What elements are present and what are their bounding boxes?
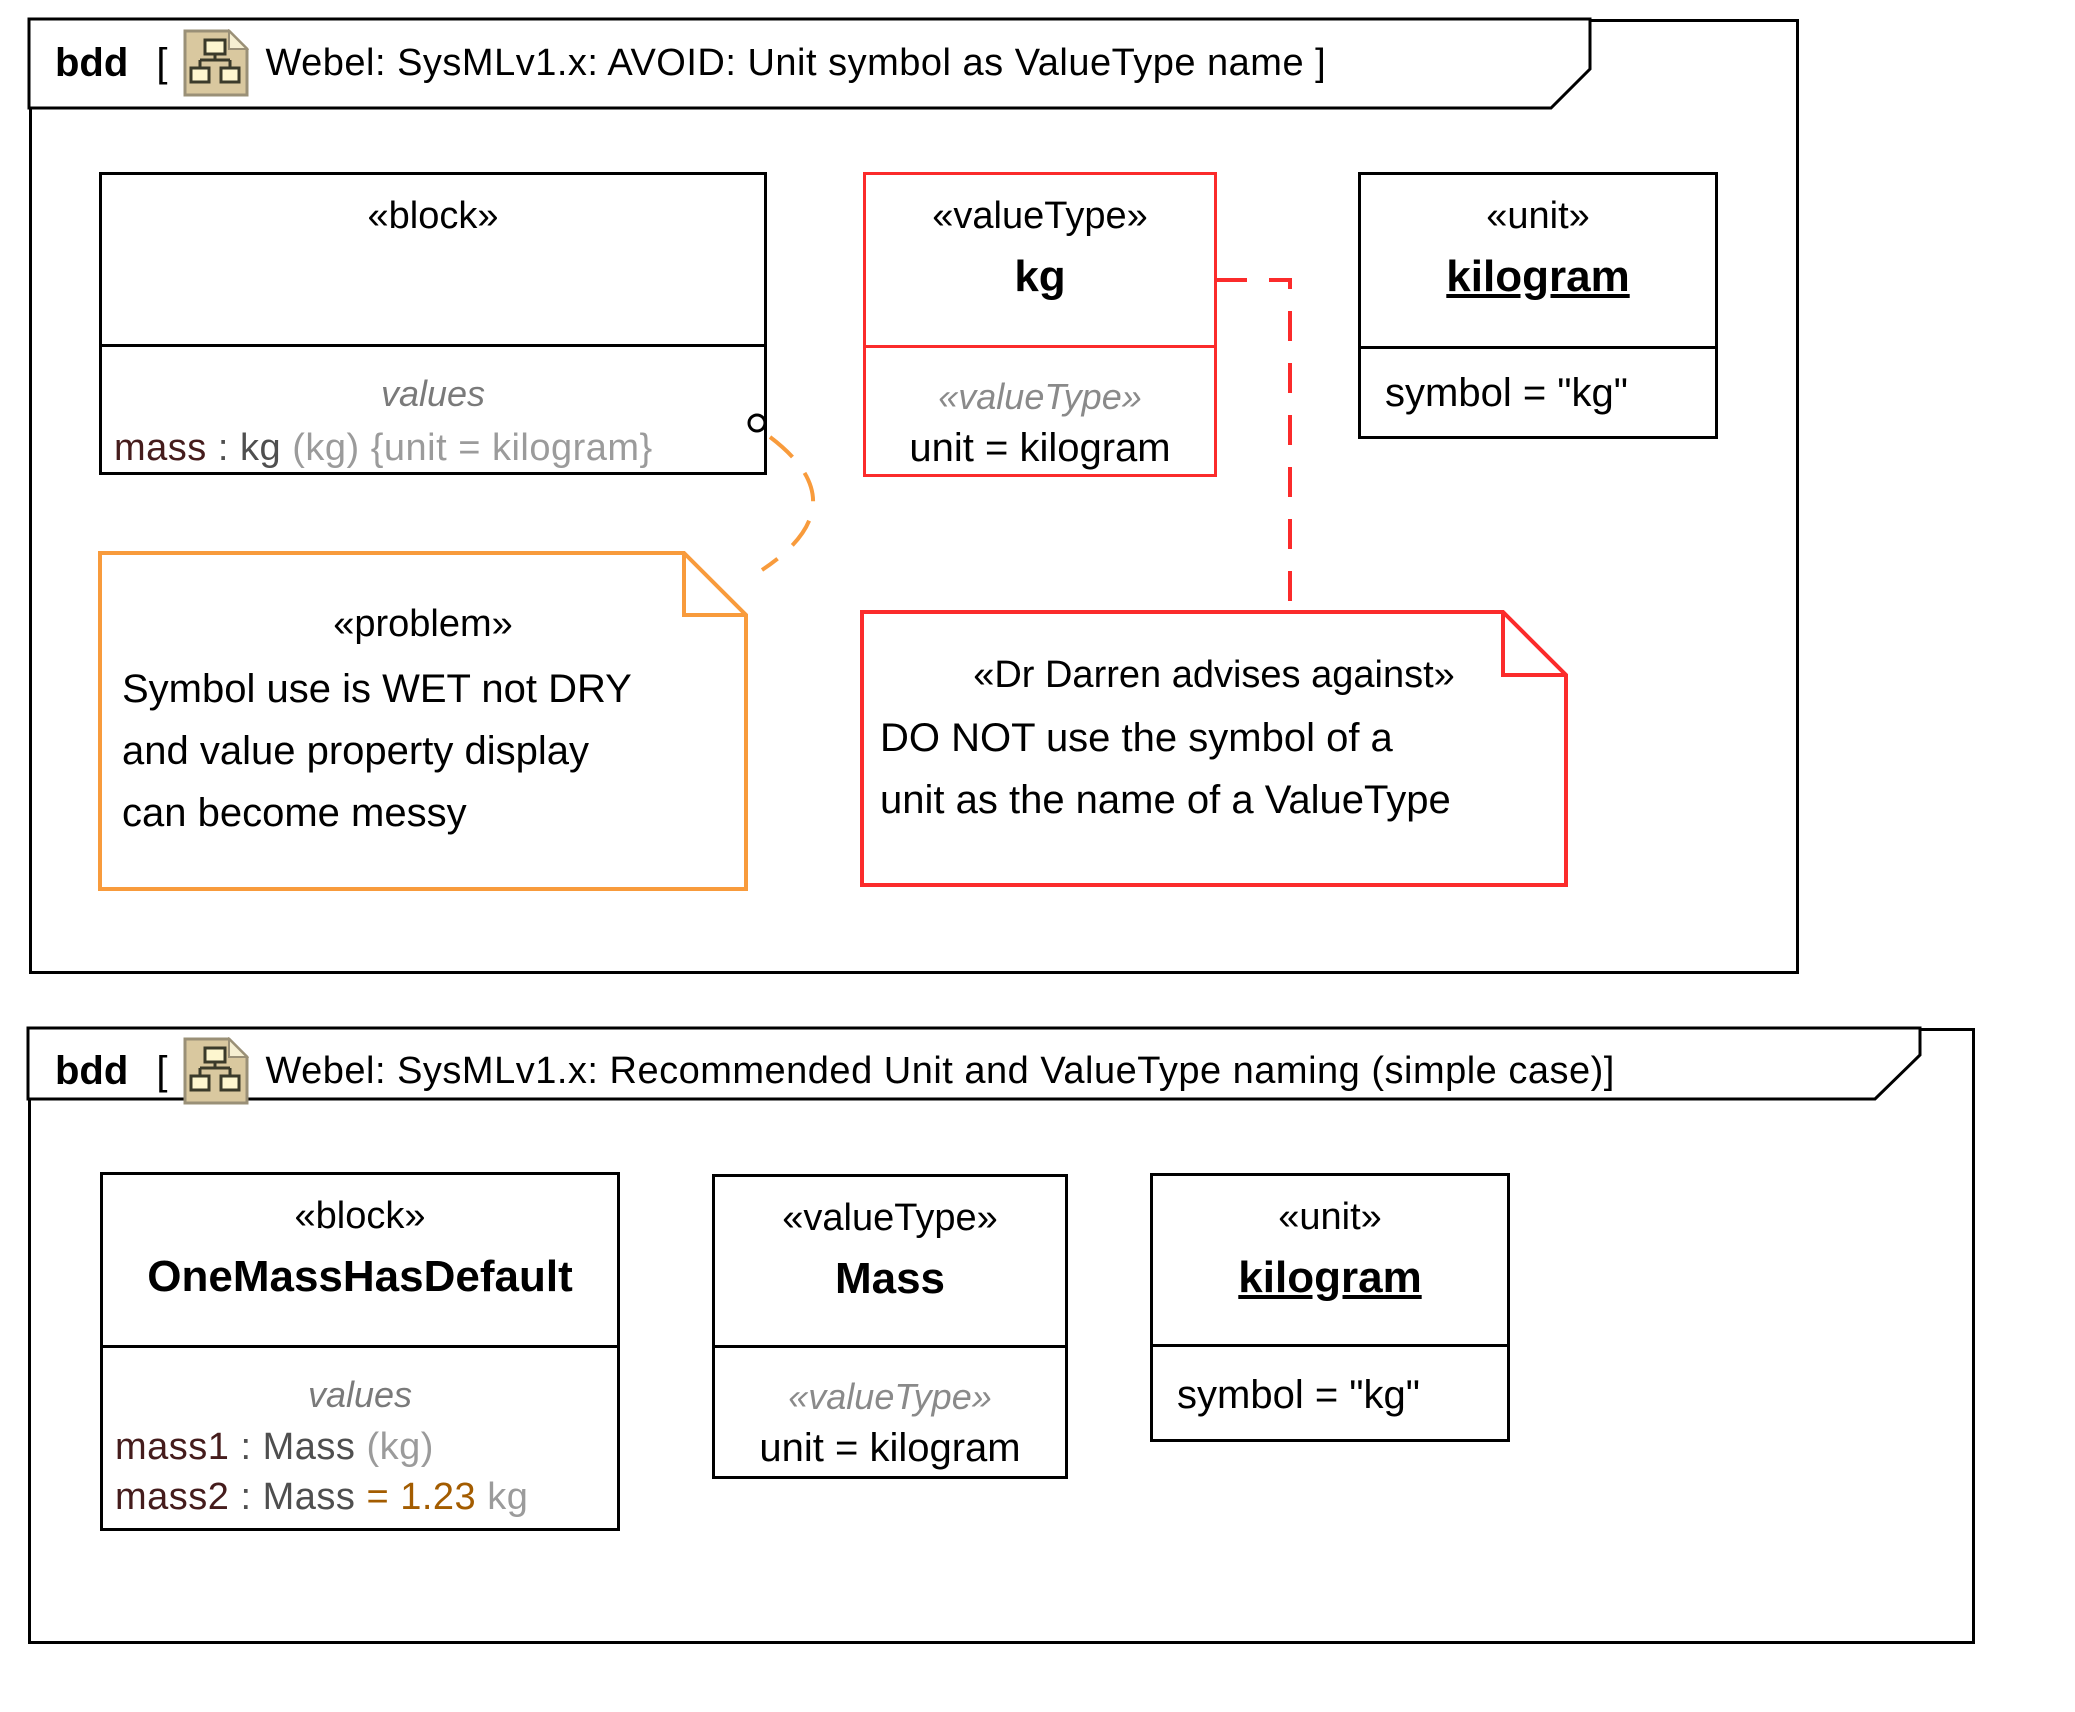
valuetype-mass-box[interactable]: «valueType» Mass «valueType» unit = kilo…	[712, 1174, 1068, 1479]
frame1-kind-label: bdd	[55, 40, 129, 85]
unit2-symbol-line: symbol = "kg"	[1177, 1373, 1420, 1417]
valuetype2-name: Mass	[834, 1254, 946, 1303]
value-property-mass[interactable]: mass : kg (kg) {unit = kilogram}	[114, 427, 653, 469]
frame2-tab[interactable]	[26, 1026, 1922, 1101]
block-anonymous-box[interactable]: «block» values mass : kg (kg) {unit = ki…	[99, 172, 767, 475]
valuetype-inner-stereotype: «valueType»	[938, 376, 1142, 417]
valuetype-stereotype: «valueType»	[932, 195, 1148, 237]
frame2-title: Webel: SysMLv1.x: Recommended Unit and V…	[265, 1049, 1615, 1092]
valuetype2-stereotype: «valueType»	[782, 1197, 998, 1239]
frame1-tab[interactable]	[27, 17, 1592, 110]
value-property-mass1[interactable]: mass1 : Mass (kg)	[115, 1426, 434, 1468]
valuetype2-inner-stereotype: «valueType»	[788, 1376, 992, 1417]
bdd-diagram-icon	[183, 1037, 250, 1105]
problem-note-line: can become messy	[122, 791, 467, 835]
unit-name: kilogram	[1446, 252, 1630, 301]
advice-note-shape[interactable]	[860, 610, 1568, 887]
values-compartment-label: values	[380, 373, 486, 414]
block2-stereotype: «block»	[294, 1195, 426, 1237]
unit2-name: kilogram	[1238, 1253, 1422, 1302]
valuetype-unit-line: unit = kilogram	[909, 426, 1171, 470]
block-onemasshasdefault-box[interactable]: «block» OneMassHasDefault values mass1 :…	[100, 1172, 620, 1531]
block-stereotype: «block»	[367, 195, 499, 237]
valuetype2-unit-line: unit = kilogram	[759, 1426, 1021, 1470]
problem-note-line: and value property display	[122, 729, 589, 773]
advice-note[interactable]: «Dr Darren advises against» DO NOT use t…	[862, 612, 1566, 831]
problem-note[interactable]: «problem» Symbol use is WET not DRY and …	[100, 553, 746, 844]
problem-note-shape[interactable]	[98, 551, 748, 891]
valuetype-kg-box[interactable]: «valueType» kg «valueType» unit = kilogr…	[863, 172, 1217, 477]
value-property-mass2[interactable]: mass2 : Mass = 1.23 kg	[115, 1476, 529, 1518]
problem-note-line: Symbol use is WET not DRY	[122, 667, 632, 711]
unit-symbol-line: symbol = "kg"	[1385, 371, 1628, 415]
frame2-header: bdd [ Webel: SysMLv1.x: Recommended Unit…	[55, 1034, 1615, 1108]
unit2-stereotype: «unit»	[1278, 1196, 1382, 1238]
advice-note-stereotype: «Dr Darren advises against»	[973, 654, 1455, 696]
advice-note-line: DO NOT use the symbol of a	[880, 716, 1393, 760]
valuetype-name: kg	[1014, 252, 1066, 301]
problem-note-fold-icon	[682, 553, 746, 617]
advice-note-fold-icon	[1501, 612, 1566, 677]
unit-stereotype: «unit»	[1486, 195, 1590, 237]
advice-note-line: unit as the name of a ValueType	[880, 778, 1451, 822]
frame1-header: bdd [ Webel: SysMLv1.x: AVOID: Unit symb…	[55, 26, 1326, 100]
problem-note-stereotype: «problem»	[333, 603, 513, 645]
frame1-title: Webel: SysMLv1.x: AVOID: Unit symbol as …	[265, 41, 1327, 84]
frame2-open-bracket: [	[156, 1048, 168, 1093]
frame2-kind-label: bdd	[55, 1048, 129, 1093]
values-compartment-label: values	[307, 1374, 413, 1415]
unit2-kilogram-box[interactable]: «unit» kilogram symbol = "kg"	[1150, 1173, 1510, 1442]
frame1-open-bracket: [	[156, 40, 168, 85]
block2-name: OneMassHasDefault	[147, 1252, 573, 1301]
unit-kilogram-box[interactable]: «unit» kilogram symbol = "kg"	[1358, 172, 1718, 439]
bdd-diagram-icon	[183, 29, 250, 97]
